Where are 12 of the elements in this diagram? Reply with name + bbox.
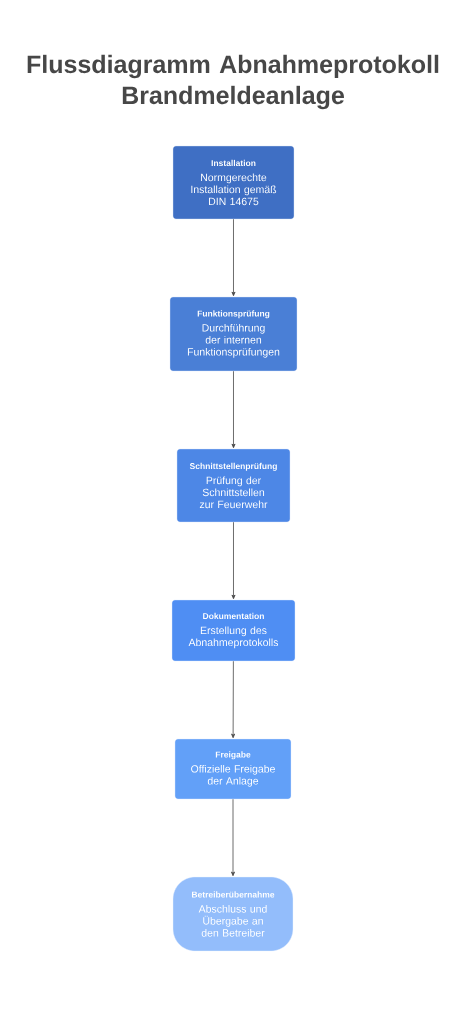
- process-box: Dokumentation Erstellung des Abnahmeprotokolls: [171, 599, 296, 662]
- process-box: Schnittstellenprüfung Prüfung der Schnittstellen zur Feuerwehr: [176, 448, 291, 523]
- arrow: [231, 370, 236, 449]
- title: Flussdiagramm Abnahmeprotokoll Brandmeldeanlage: [27, 54, 439, 110]
- arrow: [231, 218, 236, 297]
- process-box: Installation Normgerechte Installation gemäß DIN 14675: [172, 145, 295, 220]
- arrow: [231, 660, 236, 739]
- process-box: Freigabe Offizielle Freigabe der Anlage: [174, 738, 292, 800]
- arrow: [231, 798, 235, 877]
- process-box: Funktionsprüfung Durchführung der internen Funktionsprüfungen: [169, 296, 298, 372]
- arrow: [231, 521, 236, 600]
- terminal-box: Betreiberübernahme Abschluss und Übergabe an den Betreiber: [172, 876, 294, 952]
